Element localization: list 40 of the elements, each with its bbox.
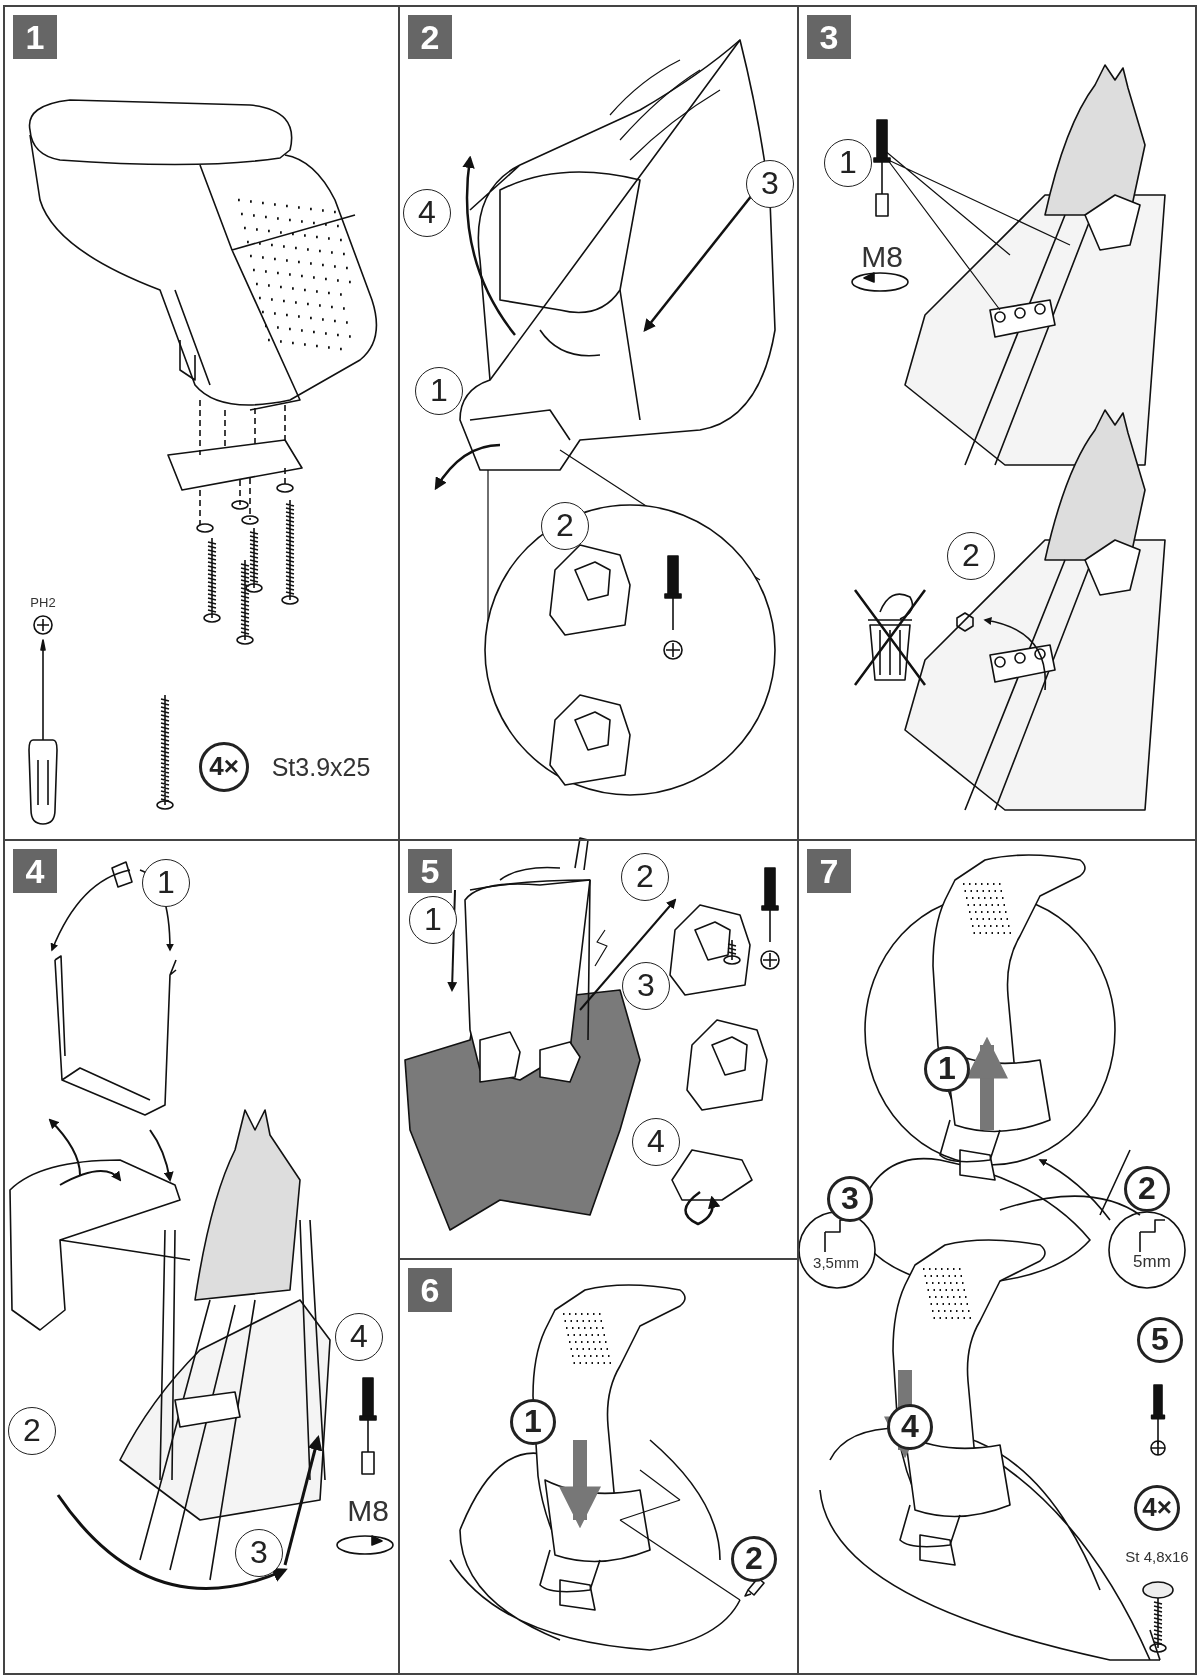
step-callout: 3 [827,1176,873,1222]
step-callout: 4 [403,189,451,237]
step-callout: 3 [746,160,794,208]
step-callout: 1 [824,139,872,187]
step-panel [3,5,400,841]
step-callout: 4× [1134,1485,1180,1531]
step-number-badge: 5 [408,849,452,893]
step-callout: 1 [415,367,463,415]
spec-label: St 4,8x16 [1125,1547,1189,1565]
step-callout: 2 [947,532,995,580]
step-callout: 2 [541,502,589,550]
spec-label: 3,5mm [813,1253,859,1271]
step-callout: 5 [1137,1317,1183,1363]
step-number-badge: 4 [13,849,57,893]
spec-label: St3.9x25 [271,752,371,782]
step-callout: 4 [887,1404,933,1450]
step-number-badge: 6 [408,1268,452,1312]
spec-label: PH2 [30,594,56,610]
step-panel [797,5,1197,841]
step-callout: 2 [731,1536,777,1582]
step-callout: 4× [199,742,249,792]
step-callout: 1 [409,896,457,944]
step-callout: 1 [510,1399,556,1445]
step-callout: 3 [235,1529,283,1577]
step-callout: 4 [632,1118,680,1166]
step-panel [3,839,400,1675]
spec-label: M8 [861,240,903,274]
step-callout: 3 [622,962,670,1010]
spec-label: 5mm [1133,1252,1171,1272]
step-number-badge: 2 [408,15,452,59]
step-number-badge: 3 [807,15,851,59]
step-callout: 1 [142,859,190,907]
step-callout: 1 [924,1046,970,1092]
spec-label: M8 [347,1494,389,1528]
step-callout: 4 [335,1313,383,1361]
step-callout: 2 [8,1407,56,1455]
step-callout: 2 [621,853,669,901]
step-number-badge: 7 [807,849,851,893]
step-callout: 2 [1124,1166,1170,1212]
step-number-badge: 1 [13,15,57,59]
